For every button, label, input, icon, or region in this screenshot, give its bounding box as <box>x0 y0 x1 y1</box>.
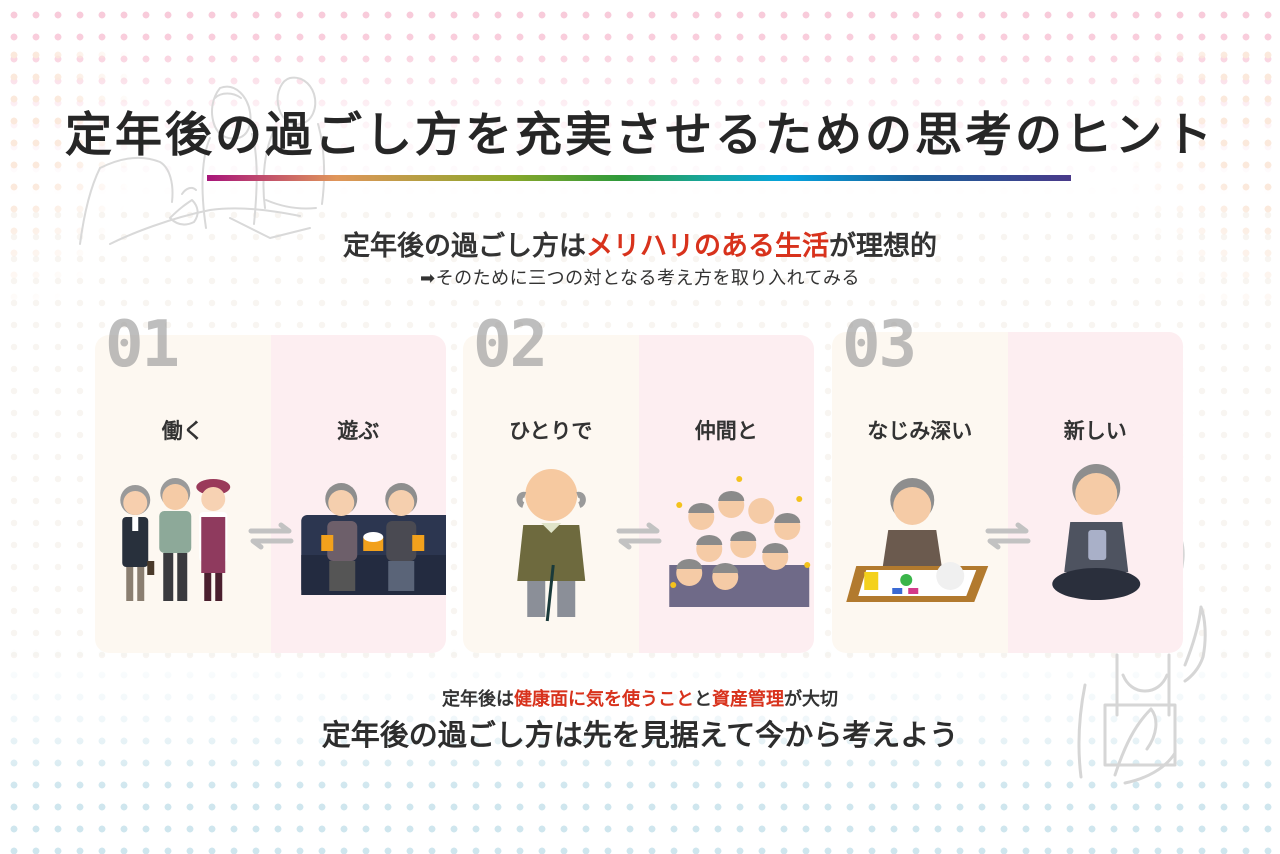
footer-line1-accent-assets: 資産管理 <box>712 689 784 710</box>
elderly-man-using-smartphone-illustration-icon <box>1051 464 1140 600</box>
intro-lead: 定年後の過ごし方はメリハリのある生活が理想的 <box>0 224 1280 263</box>
card-2-left: ひとりで <box>463 335 639 653</box>
footer-line1-accent-health: 健康面に気を使うこと <box>514 689 694 710</box>
intro-lead-accent: メリハリのある生活 <box>586 231 829 262</box>
elderly-man-with-cane-illustration-icon <box>516 469 586 622</box>
card-1-left-label: 働く <box>161 419 204 443</box>
swap-arrows-icon <box>985 522 1030 550</box>
card-2-right: 仲間と <box>638 335 814 653</box>
page-title: 定年後の過ごし方を充実させるための思考のヒント <box>65 108 1215 163</box>
card-3-left: なじみ深い <box>832 332 1008 653</box>
card-1-left: 働く <box>95 335 271 653</box>
footer-line1-suffix: が大切 <box>784 689 838 710</box>
card-3: なじみ深い 新しい <box>832 332 1183 653</box>
card-2: ひとりで 仲間と <box>463 335 814 653</box>
intro-lead-suffix: が理想的 <box>829 231 937 262</box>
cheering-elderly-group-illustration-icon <box>668 476 810 607</box>
elderly-workers-illustration-icon <box>120 478 231 601</box>
card-1-number: 01 <box>105 308 180 382</box>
card-1-right-label: 遊ぶ <box>337 419 380 443</box>
footer-key-points: 定年後は健康面に気を使うことと資産管理が大切 <box>0 685 1280 711</box>
card-2-right-label: 仲間と <box>694 419 758 443</box>
intro-note: ➡そのために三つの対となる考え方を取り入れてみる <box>420 268 860 289</box>
footer-conclusion-wrap: 定年後の過ごし方は先を見据えて今から考えよう <box>0 712 1280 758</box>
card-3-left-label: なじみ深い <box>867 419 973 443</box>
swap-arrows-icon <box>616 522 661 550</box>
card-2-left-label: ひとりで <box>509 419 593 443</box>
card-3-number: 03 <box>842 308 917 382</box>
card-3-right: 新しい <box>1007 332 1183 653</box>
swap-arrows-icon <box>248 522 293 550</box>
elderly-person-painting-illustration-icon <box>846 478 989 602</box>
footer-conclusion: 定年後の過ごし方は先を見据えて今から考えよう <box>313 712 967 758</box>
card-3-right-label: 新しい <box>1063 419 1127 443</box>
title-gradient-divider <box>207 175 1071 181</box>
elderly-couple-at-movie-theater-illustration-icon <box>300 483 446 595</box>
intro-lead-prefix: 定年後の過ごし方は <box>343 231 586 262</box>
footer-line1-mid: と <box>694 689 712 710</box>
card-2-number: 02 <box>473 308 548 382</box>
footer-line1-prefix: 定年後は <box>442 689 514 710</box>
card-1-right: 遊ぶ <box>270 335 446 653</box>
card-1: 働く 遊ぶ <box>95 335 446 653</box>
